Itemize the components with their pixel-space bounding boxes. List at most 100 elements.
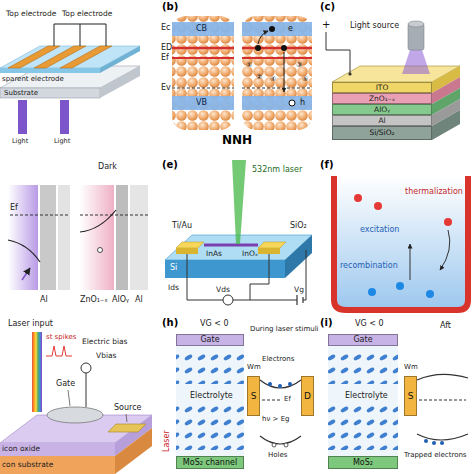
node-text: MoS₂: [353, 459, 373, 467]
layer-label: con substrate: [2, 461, 53, 469]
part-label: Laser input: [8, 320, 53, 328]
device-a: [0, 24, 140, 134]
part-label: sparent electrode: [2, 76, 64, 83]
part-label: Light: [12, 138, 28, 145]
panel-letter: (e): [162, 160, 178, 170]
part-label: Light: [54, 138, 70, 145]
callout-number: ③: [296, 62, 302, 69]
node-text: D: [304, 392, 311, 401]
part-label: Si: [170, 264, 177, 272]
band-diagram-d: [8, 185, 148, 290]
condition-label: Aft: [440, 322, 451, 330]
panel-letter: (c): [320, 2, 335, 12]
callout-number: ⑤: [302, 76, 308, 83]
energy-label: Ef: [161, 54, 169, 62]
part-label: Source: [114, 404, 141, 412]
source-contact: S: [404, 376, 417, 416]
callout-number: ④: [270, 76, 276, 83]
material-label: Al: [40, 296, 48, 304]
panel-letter: (f): [320, 160, 334, 170]
carrier-label: e: [288, 25, 293, 33]
part-label: Top electrode: [6, 10, 56, 18]
layer-box: Si/SiO₂: [332, 126, 432, 140]
device-i: [328, 346, 468, 456]
band-label: VB: [196, 99, 207, 107]
node-text: Gate: [200, 336, 219, 344]
signal-name: Vds: [216, 286, 230, 294]
callout-number: ①: [246, 62, 252, 69]
node-text: S: [408, 392, 414, 401]
polarity-sign: +: [322, 20, 330, 30]
energy-label: Wm: [247, 364, 261, 371]
source-contact: S: [247, 376, 260, 416]
drain-contact: D: [301, 376, 314, 416]
part-label: SiO₂: [290, 222, 307, 230]
energy-label: Ef: [284, 396, 291, 403]
process-label: excitation: [360, 226, 399, 234]
mechanism-label: NNH: [222, 134, 252, 146]
node-text: S: [251, 392, 257, 401]
part-label: Substrate: [4, 90, 38, 97]
node-text: MoS₂ channel: [183, 459, 237, 467]
carrier-label: Trapped electrons: [404, 452, 467, 459]
container-f: [334, 176, 468, 310]
bias-label: VG < 0: [355, 320, 384, 328]
energy-label: hν > Eg: [262, 416, 290, 423]
material-label: AlOᵧ: [112, 296, 129, 304]
material-label: Al: [135, 296, 143, 304]
band-label: CB: [196, 25, 207, 33]
part-label: Electrolyte: [190, 392, 233, 400]
part-label: InAs: [206, 250, 222, 258]
part-label: InOₓ: [242, 250, 258, 258]
condition-label: Dark: [98, 163, 117, 171]
process-label: recombination: [340, 262, 398, 270]
signal-name: Ids: [168, 284, 179, 292]
part-label: Electric bias: [82, 338, 128, 346]
node-text: AlOᵧ: [374, 106, 390, 114]
energy-label: Wm: [404, 364, 418, 371]
energy-label: Ef: [10, 204, 18, 212]
panel-letter: (h): [162, 318, 178, 328]
callout-number: ②: [256, 74, 262, 81]
band-diagram-b: [172, 16, 312, 130]
panel-letter: (i): [320, 318, 333, 328]
layer-box: Al: [332, 115, 432, 126]
laser-label: 532nm laser: [252, 166, 302, 174]
gate-bar: Gate: [176, 334, 244, 346]
channel-bar: MoS₂ channel: [176, 456, 244, 469]
energy-label: Ev: [161, 84, 171, 92]
part-label: Gate: [56, 380, 75, 388]
device-e: [165, 160, 312, 305]
layer-box: AlOᵧ: [332, 104, 432, 115]
channel-bar: MoS₂: [328, 456, 398, 469]
carrier-label: h: [300, 99, 305, 107]
node-text: Al: [378, 117, 385, 125]
laser-label: Laser: [163, 430, 171, 452]
gate-bar: Gate: [328, 334, 398, 346]
layer-box: ITO: [332, 82, 432, 93]
material-label: ZnO₁₋ₓ: [80, 296, 108, 304]
condition-label: During laser stimuli: [250, 326, 319, 333]
signal-name: Vbias: [96, 352, 116, 360]
bias-label: VG < 0: [200, 320, 229, 328]
node-text: ZnO₁₋ₓ: [369, 95, 395, 103]
signal-name: Vg: [294, 286, 304, 294]
node-text: Si/SiO₂: [369, 129, 394, 137]
energy-label: ED: [161, 44, 172, 52]
part-label: Electrolyte: [345, 392, 388, 400]
part-label: Ti/Au: [172, 222, 192, 230]
device-c: [326, 21, 460, 140]
energy-label: Ec: [161, 24, 170, 32]
part-label: Light source: [350, 22, 399, 30]
device-h: [176, 346, 301, 456]
carrier-label: Electrons: [262, 356, 294, 363]
layer-box: ZnO₁₋ₓ: [332, 93, 432, 104]
node-text: Gate: [353, 336, 372, 344]
device-g: [0, 332, 152, 474]
node-text: ITO: [376, 84, 389, 92]
layer-label: icon oxide: [2, 445, 40, 453]
panel-letter: (b): [162, 2, 178, 12]
part-label: st spikes: [46, 334, 76, 341]
carrier-label: Holes: [268, 452, 287, 459]
